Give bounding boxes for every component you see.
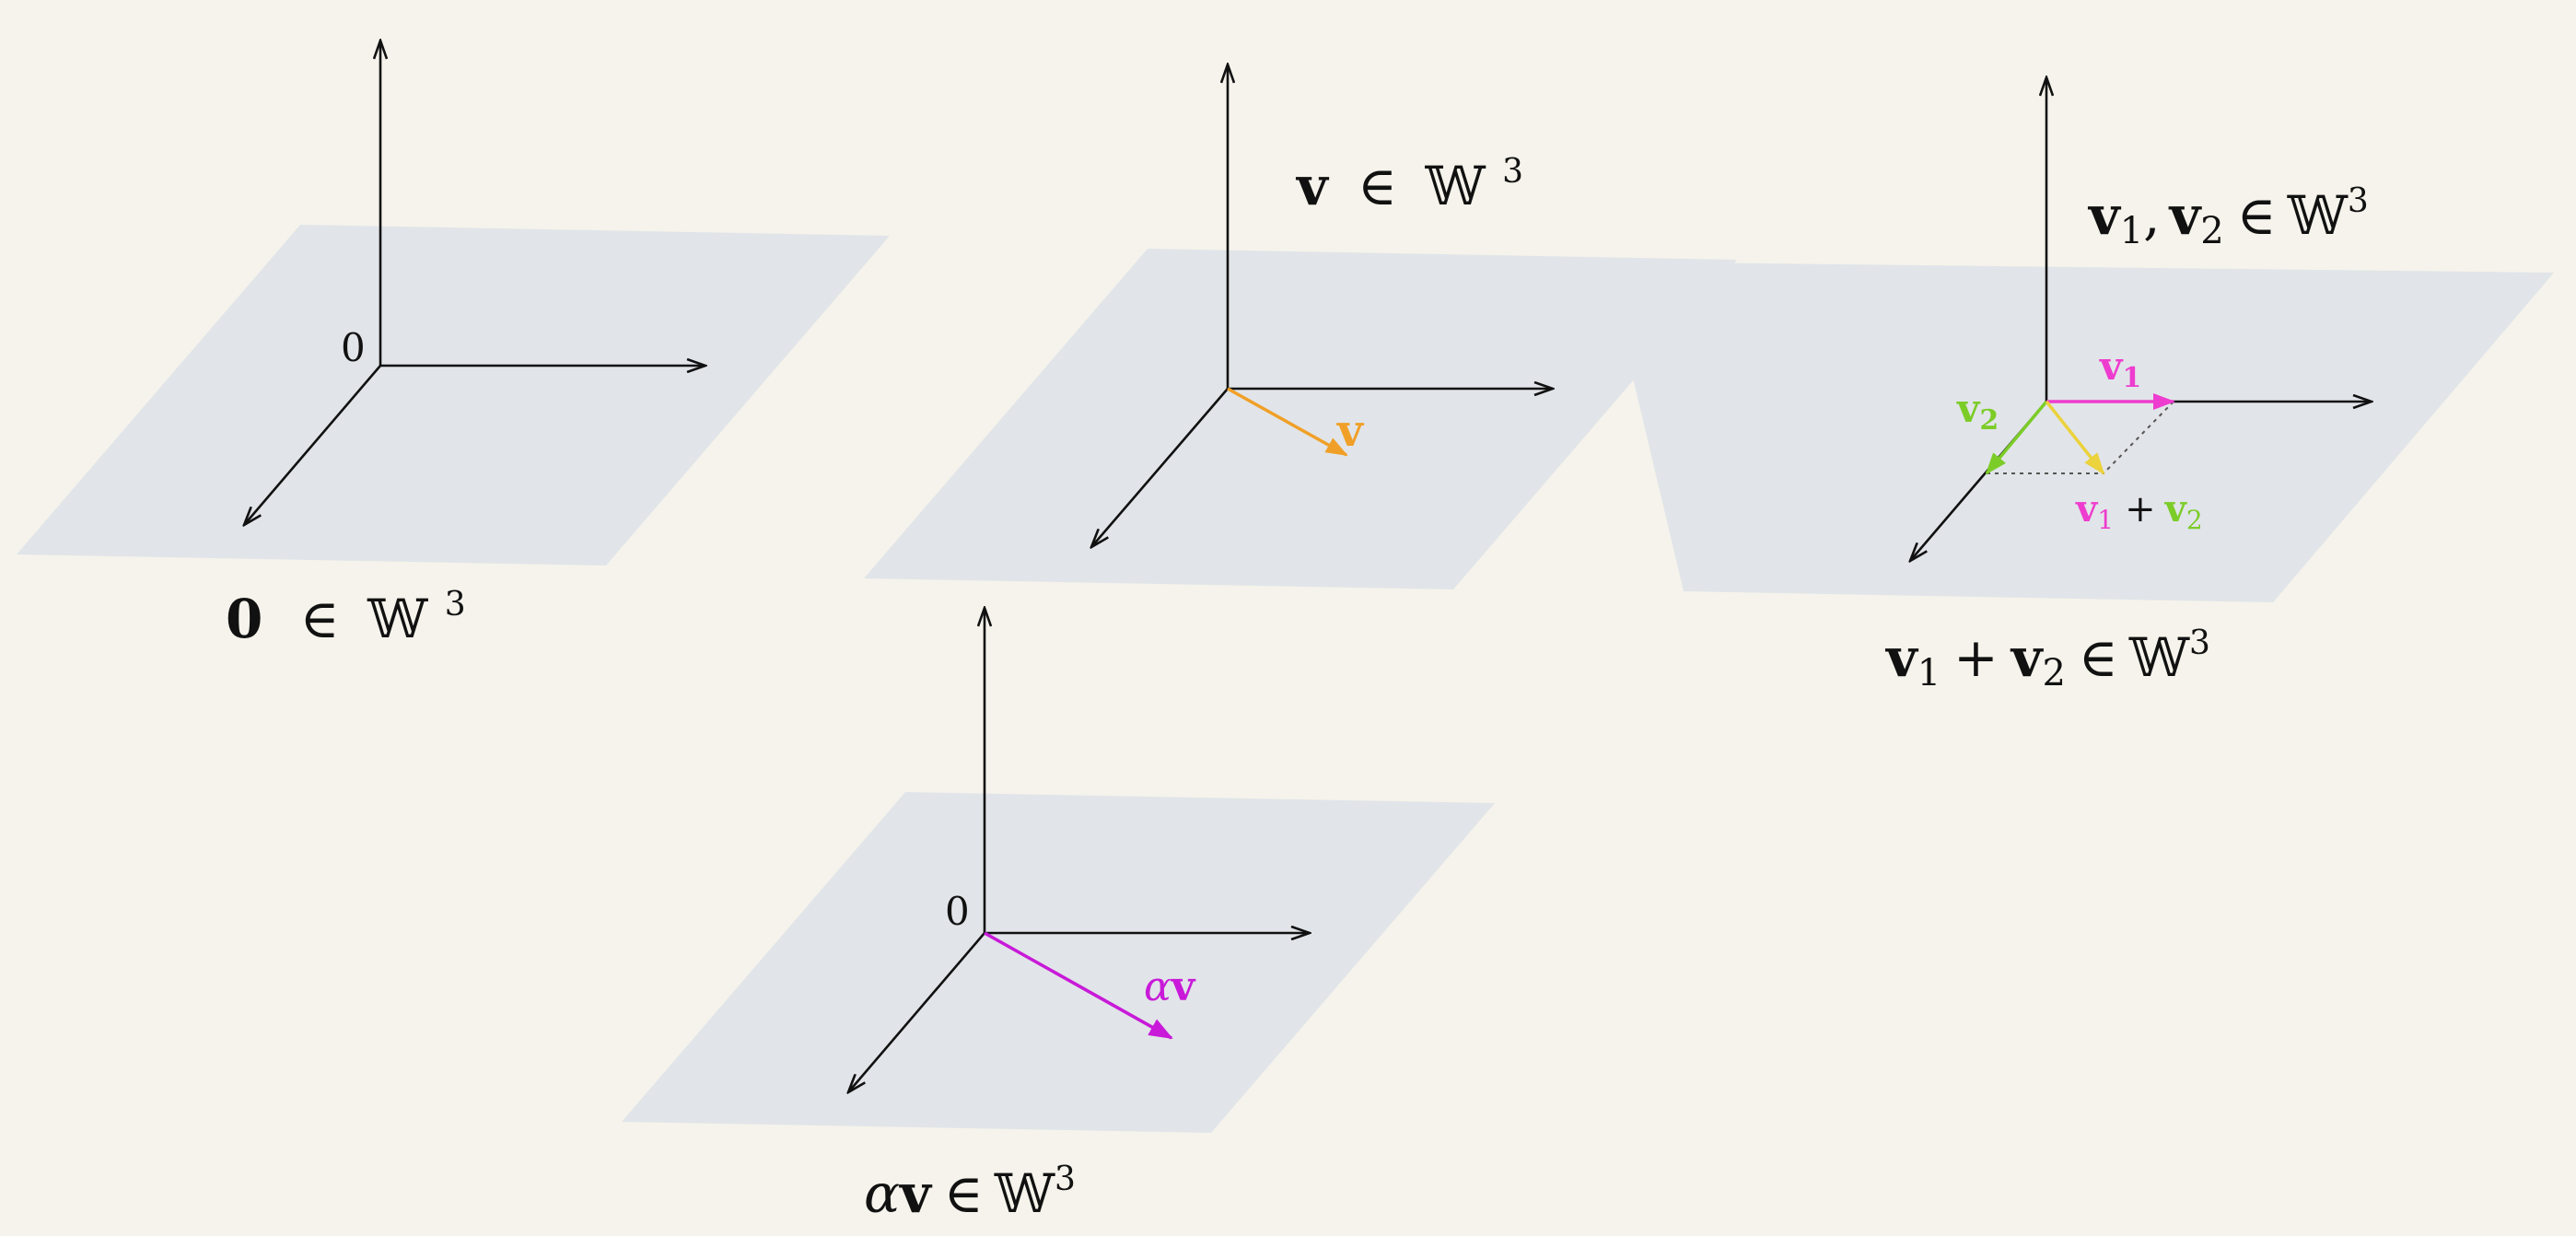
y-axis bbox=[1091, 388, 1229, 547]
vector-v-arrow bbox=[1227, 387, 1348, 457]
origin-label: 0 bbox=[945, 889, 970, 934]
caption-sum-in-w3: v1+v2∈𝕎3 bbox=[1884, 624, 2210, 694]
vector-v-label: v bbox=[1336, 405, 1365, 457]
panel-scalar-multiple: 0 αv αv∈𝕎3 bbox=[622, 608, 1495, 1225]
vector-v2-arrow bbox=[1985, 400, 2048, 475]
plane bbox=[1605, 262, 2554, 602]
y-axis bbox=[244, 365, 381, 525]
y-axis bbox=[848, 932, 985, 1092]
caption-zero: 0 ∈ 𝕎 3 bbox=[226, 586, 466, 650]
parallelogram-edge bbox=[2103, 401, 2174, 474]
caption-v1-v2-in-w3: v1,v2∈𝕎3 bbox=[2087, 182, 2369, 252]
panel-vector-sum: v1 v2 v1+v2 v1,v2∈𝕎3 v1+v2∈𝕎3 bbox=[1605, 77, 2554, 694]
origin-label: 0 bbox=[341, 325, 366, 370]
vector-v1-label: v1 bbox=[2099, 344, 2141, 394]
vector-alpha-v-label: αv bbox=[1144, 963, 1196, 1010]
plane bbox=[622, 792, 1495, 1133]
vector-alpha-v-arrow bbox=[984, 931, 1173, 1040]
panel-zero-vector: 0 0 ∈ 𝕎 3 bbox=[17, 41, 890, 650]
vector-sum-label: v1+v2 bbox=[2075, 487, 2203, 535]
plane bbox=[17, 225, 890, 566]
caption-alpha-v-in-w3: αv∈𝕎3 bbox=[864, 1160, 1076, 1225]
vector-v2-label: v2 bbox=[1956, 386, 1999, 437]
vector-sum-arrow bbox=[2045, 400, 2105, 475]
caption-v-in-w3: v ∈ 𝕎 3 bbox=[1295, 153, 1523, 217]
plane bbox=[864, 249, 1737, 589]
panel-vector-v: v v ∈ 𝕎 3 bbox=[864, 64, 1737, 589]
